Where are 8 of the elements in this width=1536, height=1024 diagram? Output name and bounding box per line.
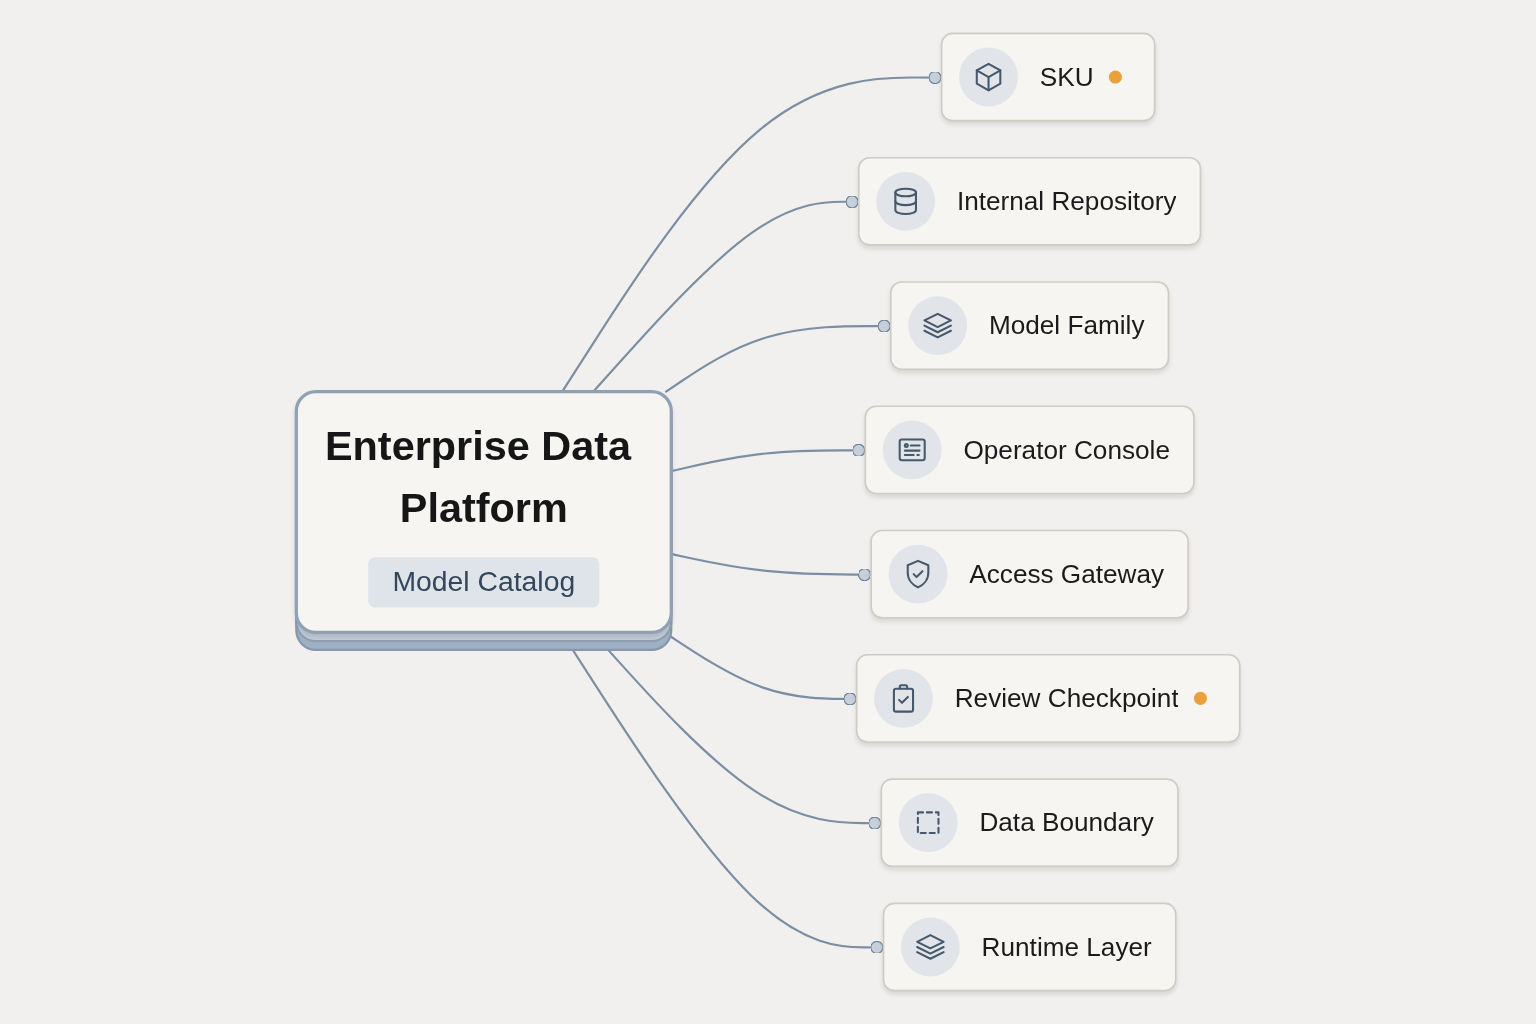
node-box: Data Boundary [880, 778, 1179, 868]
node-box: Operator Console [864, 405, 1195, 495]
node-box: Runtime Layer [882, 902, 1177, 992]
node-box: Review Checkpoint [855, 653, 1241, 743]
node-box: Access Gateway [870, 529, 1189, 619]
node-box: SKU [940, 32, 1156, 122]
node-box: Internal Repository [857, 156, 1202, 246]
node-box: Model Family [889, 281, 1170, 370]
